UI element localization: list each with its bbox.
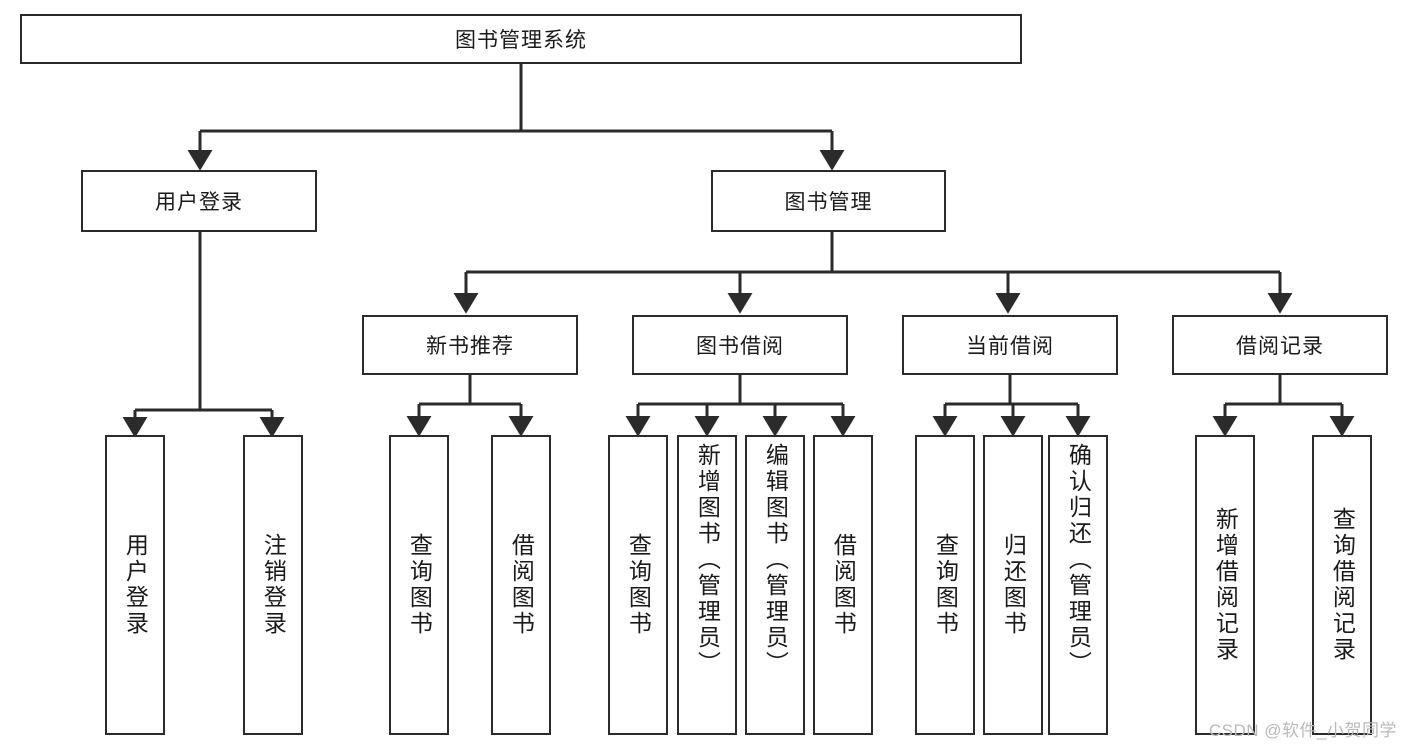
node-label: 当前借阅 — [966, 335, 1054, 358]
leaf-return-book[interactable]: 归还图书 — [983, 435, 1043, 735]
node-label: 借阅图书 — [830, 533, 857, 637]
leaf-query-borrow-record[interactable]: 查询借阅记录 — [1312, 435, 1372, 735]
node-label: 归还图书 — [1000, 533, 1027, 637]
node-label: 查询图书 — [932, 533, 959, 637]
node-label: 注销登录 — [260, 533, 287, 637]
leaf-query-book-borrow[interactable]: 查询图书 — [608, 435, 668, 735]
node-label: 图书管理 — [784, 191, 873, 214]
node-current-borrow[interactable]: 当前借阅 — [902, 315, 1118, 375]
leaf-confirm-return[interactable]: 确认归还（管理员） — [1048, 435, 1108, 735]
node-root[interactable]: 图书管理系统 — [20, 14, 1022, 64]
leaf-add-book[interactable]: 新增图书（管理员） — [677, 435, 737, 735]
node-borrow-record[interactable]: 借阅记录 — [1172, 315, 1388, 375]
node-user-login[interactable]: 用户登录 — [81, 170, 317, 232]
node-new-book-recommend[interactable]: 新书推荐 — [362, 315, 578, 375]
node-label: 查询图书 — [625, 533, 652, 637]
node-label: 用户登录 — [155, 191, 243, 214]
node-label: 确认归还（管理员） — [1065, 443, 1092, 677]
leaf-add-borrow-record[interactable]: 新增借阅记录 — [1195, 435, 1255, 735]
node-book-manage[interactable]: 图书管理 — [711, 170, 946, 232]
node-label: 新增借阅记录 — [1212, 507, 1239, 663]
leaf-logout[interactable]: 注销登录 — [243, 435, 303, 735]
leaf-query-book-current[interactable]: 查询图书 — [915, 435, 975, 735]
node-label: 新增图书（管理员） — [694, 443, 721, 677]
leaf-user-login[interactable]: 用户登录 — [105, 435, 165, 735]
node-label: 新书推荐 — [426, 335, 514, 358]
node-label: 图书借阅 — [696, 335, 784, 358]
leaf-borrow-book[interactable]: 借阅图书 — [813, 435, 873, 735]
node-label: 查询借阅记录 — [1329, 507, 1356, 663]
node-label: 查询图书 — [406, 533, 433, 637]
node-label: 借阅记录 — [1236, 335, 1324, 358]
leaf-query-book-recommend[interactable]: 查询图书 — [389, 435, 449, 735]
node-label: 编辑图书（管理员） — [762, 443, 789, 677]
leaf-edit-book[interactable]: 编辑图书（管理员） — [745, 435, 805, 735]
node-book-borrow[interactable]: 图书借阅 — [632, 315, 848, 375]
node-label: 用户登录 — [122, 533, 149, 637]
node-label: 借阅图书 — [508, 533, 535, 637]
leaf-borrow-book-recommend[interactable]: 借阅图书 — [491, 435, 551, 735]
node-label: 图书管理系统 — [455, 29, 587, 52]
watermark: CSDN @软件_小贺同学 — [1208, 721, 1397, 740]
